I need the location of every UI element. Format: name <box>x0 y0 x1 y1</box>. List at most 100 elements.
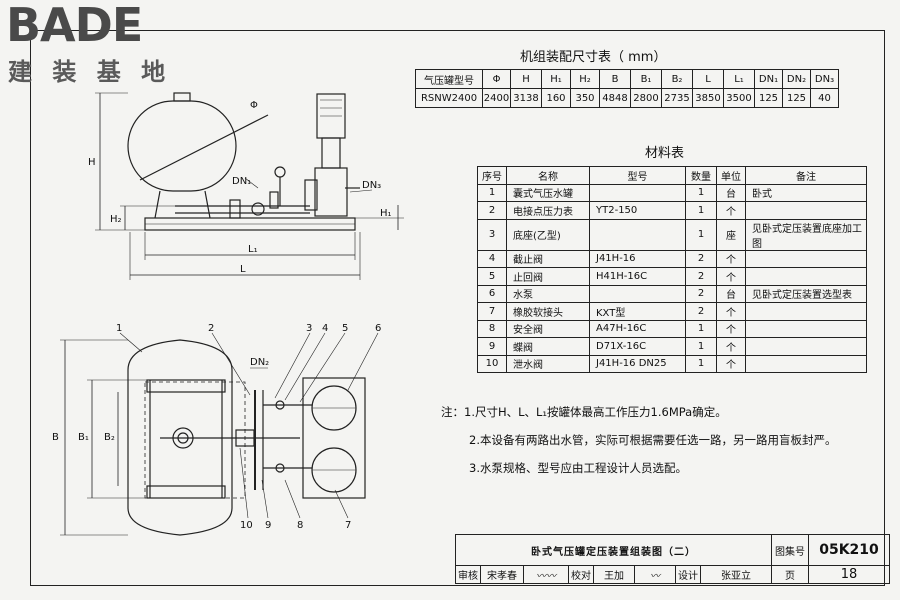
phi-dimension-line <box>139 114 269 181</box>
mat-cell: 囊式气压水罐 <box>506 183 590 202</box>
mat-cell: J41H-16 <box>589 249 686 268</box>
dim-cell: 40 <box>810 88 839 108</box>
title-block: 卧式气压罐定压装置组装图（二） 图集号 05K210 审核 宋孝春 〰〰 校对 … <box>455 534 890 584</box>
mat-cell: A47H-16C <box>589 319 686 338</box>
note-3: 3.水泵规格、型号应由工程设计人员选配。 <box>469 461 687 475</box>
label-H: H <box>88 157 96 168</box>
label-L1: L₁ <box>248 244 258 255</box>
mat-cell: 个 <box>716 354 746 373</box>
check-label: 校对 <box>568 565 594 584</box>
dim-header: B <box>599 69 631 89</box>
mat-cell <box>589 218 686 251</box>
tank-plan <box>127 339 233 536</box>
dim-cell: 4848 <box>599 88 631 108</box>
mat-cell: D71X-16C <box>589 337 686 356</box>
mat-cell <box>589 183 686 202</box>
dim-cell: 3500 <box>723 88 755 108</box>
mat-cell <box>589 284 686 303</box>
mat-cell: 1 <box>685 201 717 220</box>
mat-cell: 卧式 <box>745 183 867 202</box>
mat-cell: KXT型 <box>589 302 686 321</box>
mat-cell: 蝶阀 <box>506 337 590 356</box>
mat-cell: 9 <box>477 337 507 356</box>
dim-header: L <box>692 69 724 89</box>
mat-header: 单位 <box>716 166 746 185</box>
callout-9: 9 <box>265 520 271 531</box>
mat-cell: 1 <box>685 337 717 356</box>
mat-cell: 6 <box>477 284 507 303</box>
material-table-title: 材料表 <box>645 146 685 161</box>
label-H2: H₂ <box>110 214 122 225</box>
callout-10: 10 <box>240 520 253 531</box>
dimension-table: 气压罐型号 Φ H H₁ H₂ B B₁ B₂ L L₁ DN₁ DN₂ DN₃… <box>415 69 839 108</box>
dim-header: 气压罐型号 <box>415 69 483 89</box>
mat-cell: 1 <box>477 183 507 202</box>
label-H1: H₁ <box>380 208 392 219</box>
review-label: 审核 <box>455 565 481 584</box>
callout-7: 7 <box>345 520 351 531</box>
dimension-data-row: RSNW2400 2400 3138 160 350 4848 2800 273… <box>415 88 839 108</box>
manhole <box>173 92 191 102</box>
mat-cell <box>745 267 867 286</box>
mat-cell: 底座(乙型) <box>506 218 590 251</box>
dim-cell: 125 <box>754 88 783 108</box>
mat-header: 数量 <box>685 166 717 185</box>
dim-header: B₂ <box>661 69 693 89</box>
dim-cell: 160 <box>541 88 571 108</box>
mat-cell: 个 <box>716 249 746 268</box>
label-DN1: DN₁ <box>232 176 251 187</box>
dim-header: B₁ <box>630 69 662 89</box>
mat-cell <box>745 354 867 373</box>
callout-6: 6 <box>375 323 381 334</box>
mat-cell: J41H-16 DN25 <box>589 354 686 373</box>
mat-cell <box>745 201 867 220</box>
mat-cell: 1 <box>685 183 717 202</box>
mat-cell: 截止阀 <box>506 249 590 268</box>
mat-cell: YT2-150 <box>589 201 686 220</box>
label-B1: B₁ <box>78 432 89 443</box>
mat-cell: 泄水阀 <box>506 354 590 373</box>
mat-cell: 个 <box>716 319 746 338</box>
dimension-table-title: 机组装配尺寸表（ mm） <box>520 50 667 65</box>
dim-cell: 350 <box>570 88 600 108</box>
atlas-number: 05K210 <box>808 534 890 566</box>
callout-5: 5 <box>342 323 348 334</box>
label-B2: B₂ <box>104 432 115 443</box>
mat-cell: 3 <box>477 218 507 251</box>
label-L: L <box>240 264 246 275</box>
mat-cell: 1 <box>685 354 717 373</box>
atlas-label: 图集号 <box>771 534 809 566</box>
elevation-view <box>95 92 404 280</box>
mat-cell <box>745 249 867 268</box>
checker-name: 王加 <box>593 565 635 584</box>
mat-cell: 7 <box>477 302 507 321</box>
mat-cell <box>745 319 867 338</box>
mat-cell: 台 <box>716 284 746 303</box>
dim-header: H <box>510 69 542 89</box>
mat-cell: 橡胶软接头 <box>506 302 590 321</box>
designer-name: 张亚立 <box>700 565 772 584</box>
mat-cell: 个 <box>716 201 746 220</box>
callout-3: 3 <box>306 323 312 334</box>
mat-header: 备注 <box>745 166 867 185</box>
note-2: 2.本设备有两路出水管，实际可根据需要任选一路，另一路用盲板封严。 <box>469 433 837 447</box>
mat-cell: 见卧式定压装置底座加工图 <box>745 218 867 251</box>
dim-header: DN₃ <box>810 69 839 89</box>
dim-cell: 2400 <box>482 88 511 108</box>
main-title: 卧式气压罐定压装置组装图（二） <box>455 534 772 566</box>
dim-header: DN₁ <box>754 69 783 89</box>
mat-cell: 座 <box>716 218 746 251</box>
callout-4: 4 <box>322 323 328 334</box>
mat-cell: 2 <box>685 302 717 321</box>
dim-cell: 3850 <box>692 88 724 108</box>
drawing-frame <box>30 30 885 586</box>
logo-subtitle: 建 装 基 地 <box>8 58 172 86</box>
